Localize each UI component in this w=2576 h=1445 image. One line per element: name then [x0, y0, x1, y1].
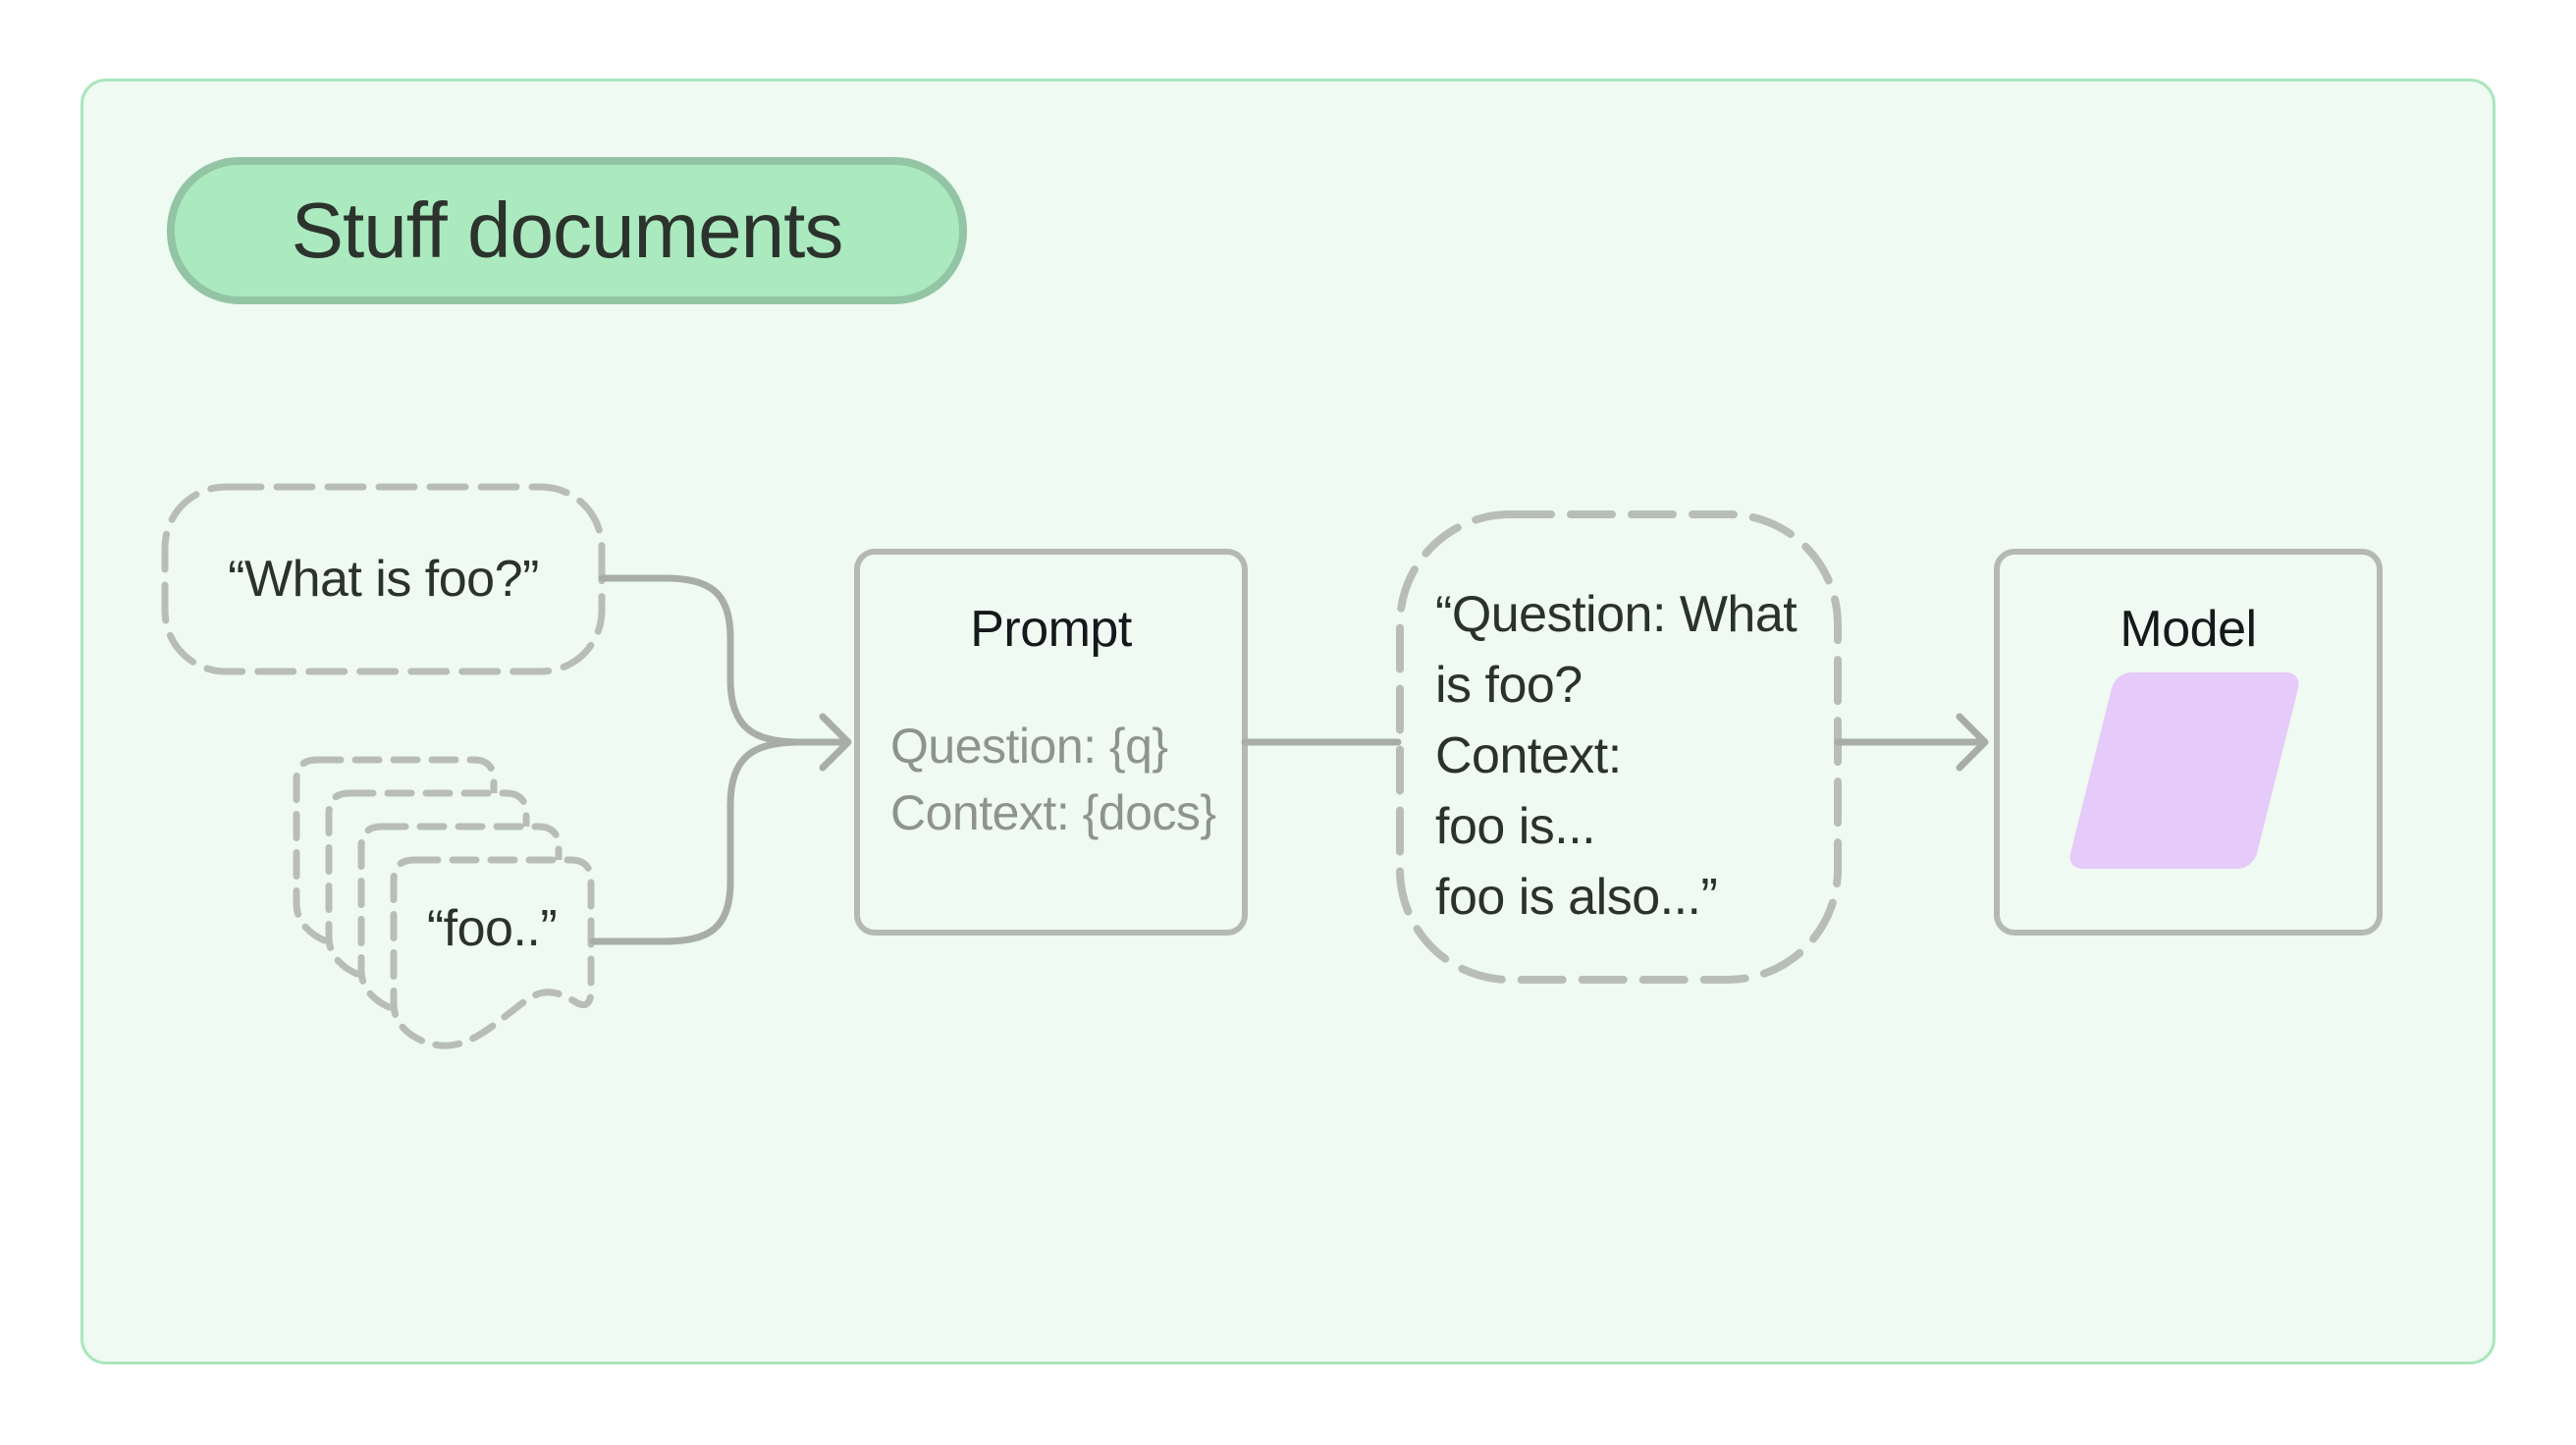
stuffed-prompt-line: foo is also...” — [1435, 869, 1718, 926]
stuffed-prompt-bubble-outline — [1396, 510, 1842, 984]
title-badge: Stuff documents — [167, 157, 967, 304]
documents-stack — [293, 756, 595, 1049]
prompt-template-line: Question: {q} — [890, 719, 1168, 774]
question-bubble: “What is foo?” — [165, 487, 602, 671]
connector-question-to-merge — [598, 574, 803, 746]
connector-docs-to-merge — [589, 738, 803, 945]
stuffed-prompt-line: foo is... — [1435, 798, 1596, 855]
connectors — [589, 574, 1989, 945]
model-box-title: Model — [2120, 601, 2257, 658]
document-card-front-icon — [390, 856, 595, 1049]
model-parallelogram-icon — [2069, 672, 2299, 869]
stuffed-prompt-line: “Question: What — [1435, 586, 1798, 643]
stuffed-prompt-line: is foo? — [1435, 657, 1583, 714]
question-bubble-label: “What is foo?” — [228, 551, 539, 608]
prompt-box-title: Prompt — [970, 601, 1132, 658]
prompt-template-line: Context: {docs} — [890, 785, 1216, 840]
prompt-template-lines: Question: {q} Context: {docs} — [890, 713, 1216, 846]
arrowhead-into-prompt-icon — [819, 713, 852, 772]
documents-node: “foo..” — [391, 857, 593, 1000]
stuffed-prompt-text: “Question: What is foo? Context: foo is.… — [1435, 579, 1798, 933]
documents-label: “foo..” — [426, 900, 558, 957]
stuffed-prompt-line: Context: — [1435, 727, 1622, 784]
title-badge-label: Stuff documents — [291, 187, 844, 274]
arrowhead-into-model-icon — [1956, 713, 1989, 772]
